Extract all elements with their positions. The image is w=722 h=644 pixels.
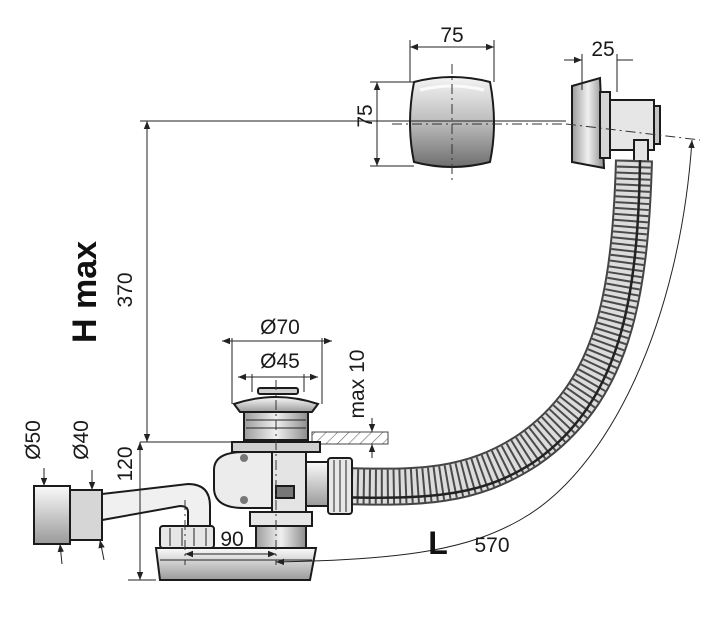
overflow-depth-dimension: 25 [564, 38, 633, 92]
pipe-d40-label: Ø40 [70, 420, 93, 460]
cap-width-dimension: 75 [409, 24, 495, 82]
pipe-d40-dimension: Ø40 [70, 420, 105, 561]
length-value: 570 [474, 534, 509, 557]
length-dimension: L 570 [275, 139, 695, 566]
max-thickness-label: max 10 [346, 350, 369, 419]
overflow-depth-label: 25 [591, 38, 614, 61]
pipe-d50-label: Ø50 [22, 420, 45, 460]
cap-height-dimension: 75 [354, 81, 414, 167]
inner-diameter-dimension: Ø45 [238, 350, 318, 392]
outer-diameter-label: Ø70 [260, 316, 300, 339]
trap-height-dimension: 120 [114, 442, 156, 581]
flexible-hose [299, 159, 653, 506]
waste-body [213, 441, 353, 515]
cap-height-label: 75 [354, 104, 377, 127]
overflow-centerline [565, 123, 701, 141]
trap-offset-label: 90 [220, 528, 243, 551]
hmax-value: 370 [114, 272, 137, 307]
pipe-d50-dimension: Ø50 [22, 420, 64, 565]
outlet-pipe [33, 482, 211, 545]
length-label: L [428, 525, 448, 561]
bath-bottom-section [311, 431, 389, 445]
hmax-label: H max [66, 241, 104, 343]
inner-diameter-label: Ø45 [260, 350, 300, 373]
trap-height-label: 120 [114, 446, 137, 481]
overflow-assembly-side [571, 76, 661, 170]
cap-width-label: 75 [440, 24, 463, 47]
hmax-dimension: 370 H max [66, 121, 151, 442]
